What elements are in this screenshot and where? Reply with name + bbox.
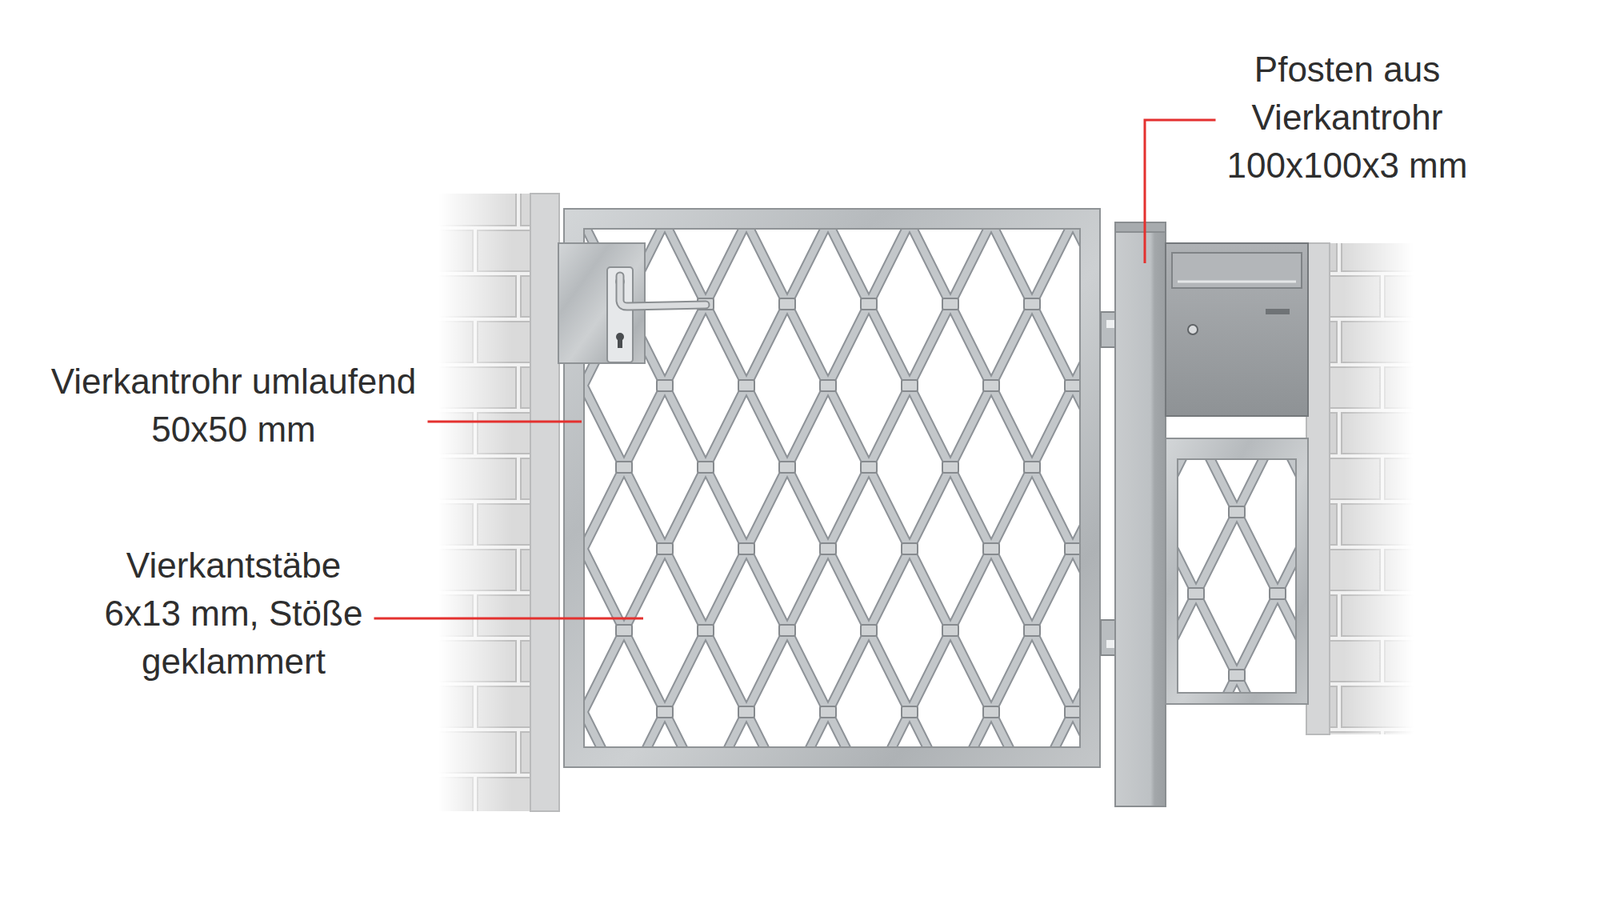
bar-clamp (779, 461, 796, 473)
square-bar (1177, 459, 1198, 693)
keyhole (617, 336, 623, 348)
bar-clamp (1024, 624, 1040, 636)
bar-clamp (901, 543, 918, 555)
leader-line (1144, 120, 1216, 264)
bar-clamp (820, 706, 836, 718)
brick-pillar (1306, 243, 1415, 735)
bar-clamp (942, 624, 959, 636)
bar-clamp (942, 461, 959, 473)
bar-clamp (983, 543, 1000, 555)
bar-clamp (1024, 298, 1040, 310)
bar-clamp (1228, 506, 1245, 518)
bar-edge (978, 228, 1080, 748)
bar-clamp (697, 461, 714, 473)
bar-clamp (901, 380, 918, 392)
bar-clamp (1024, 461, 1040, 473)
bar-clamp (1064, 380, 1080, 392)
bar-clamp (1064, 706, 1080, 718)
callout-label: Vierkantstäbe 6x13 mm, Stöße geklammert (103, 541, 365, 686)
bar-clamp (1064, 543, 1080, 555)
bar-edge (794, 228, 1080, 748)
leader-line (428, 420, 583, 424)
square-bar (584, 228, 760, 748)
square-bar (1039, 228, 1080, 748)
bar-clamp (820, 380, 836, 392)
brick-texture (438, 193, 539, 812)
lock (558, 243, 706, 364)
pillar-face (1306, 243, 1330, 735)
bar-clamp (1188, 588, 1204, 600)
diamond-lattice (584, 228, 1080, 748)
square-bar (794, 228, 1080, 748)
square-bar (1212, 459, 1296, 693)
square-bar (1060, 228, 1080, 748)
mailbox (1165, 243, 1308, 416)
bar-clamp (656, 706, 673, 718)
bar-clamp (656, 543, 673, 555)
bar-edge (1060, 228, 1080, 748)
square-bar (584, 228, 862, 748)
square-bar (876, 228, 1080, 748)
handle-lever (620, 276, 706, 307)
bar-clamp (616, 461, 632, 473)
bar-clamp (860, 461, 877, 473)
bar-clamp (656, 380, 673, 392)
square-bar (896, 228, 1080, 748)
bar-clamp (1269, 588, 1286, 600)
bar-clamp (860, 298, 877, 310)
bar-clamp (820, 543, 836, 555)
name-tag (1265, 308, 1290, 315)
bar-clamp (779, 624, 796, 636)
post (1115, 222, 1166, 807)
mailbox-body (1165, 243, 1308, 416)
handle-outline (620, 276, 706, 307)
bar-clamp (738, 380, 755, 392)
bar-clamp (616, 624, 632, 636)
pillar-face (530, 193, 560, 812)
mailbox-slot (1177, 280, 1296, 284)
post-cap (1115, 222, 1166, 232)
bar-clamp (738, 543, 755, 555)
bar-clamp (1228, 669, 1245, 681)
diamond-lattice (1177, 459, 1296, 693)
brick-wall (438, 193, 560, 812)
square-bar (978, 228, 1080, 748)
bar-clamp (901, 706, 918, 718)
mailbox-lock (1188, 324, 1198, 335)
mailbox-flap (1172, 252, 1302, 288)
bar-clamp (942, 298, 959, 310)
callout-label: Vierkantrohr umlaufend 50x50 mm (49, 357, 419, 454)
callout-label: Pfosten aus Vierkantrohr 100x100x3 mm (1225, 45, 1470, 190)
side-panel-frame (1165, 438, 1308, 704)
bar-clamp (779, 298, 796, 310)
square-bar (584, 228, 841, 748)
square-bar (1177, 459, 1280, 693)
bar-clamp (983, 380, 1000, 392)
bar-clamp (860, 624, 877, 636)
bar-clamp (983, 706, 1000, 718)
square-bar (712, 228, 1004, 748)
leader-line (374, 617, 644, 620)
post-body (1115, 222, 1166, 807)
brick-texture (1328, 243, 1415, 735)
bar-clamp (697, 624, 714, 636)
bar-clamp (738, 706, 755, 718)
square-bar (957, 228, 1080, 748)
